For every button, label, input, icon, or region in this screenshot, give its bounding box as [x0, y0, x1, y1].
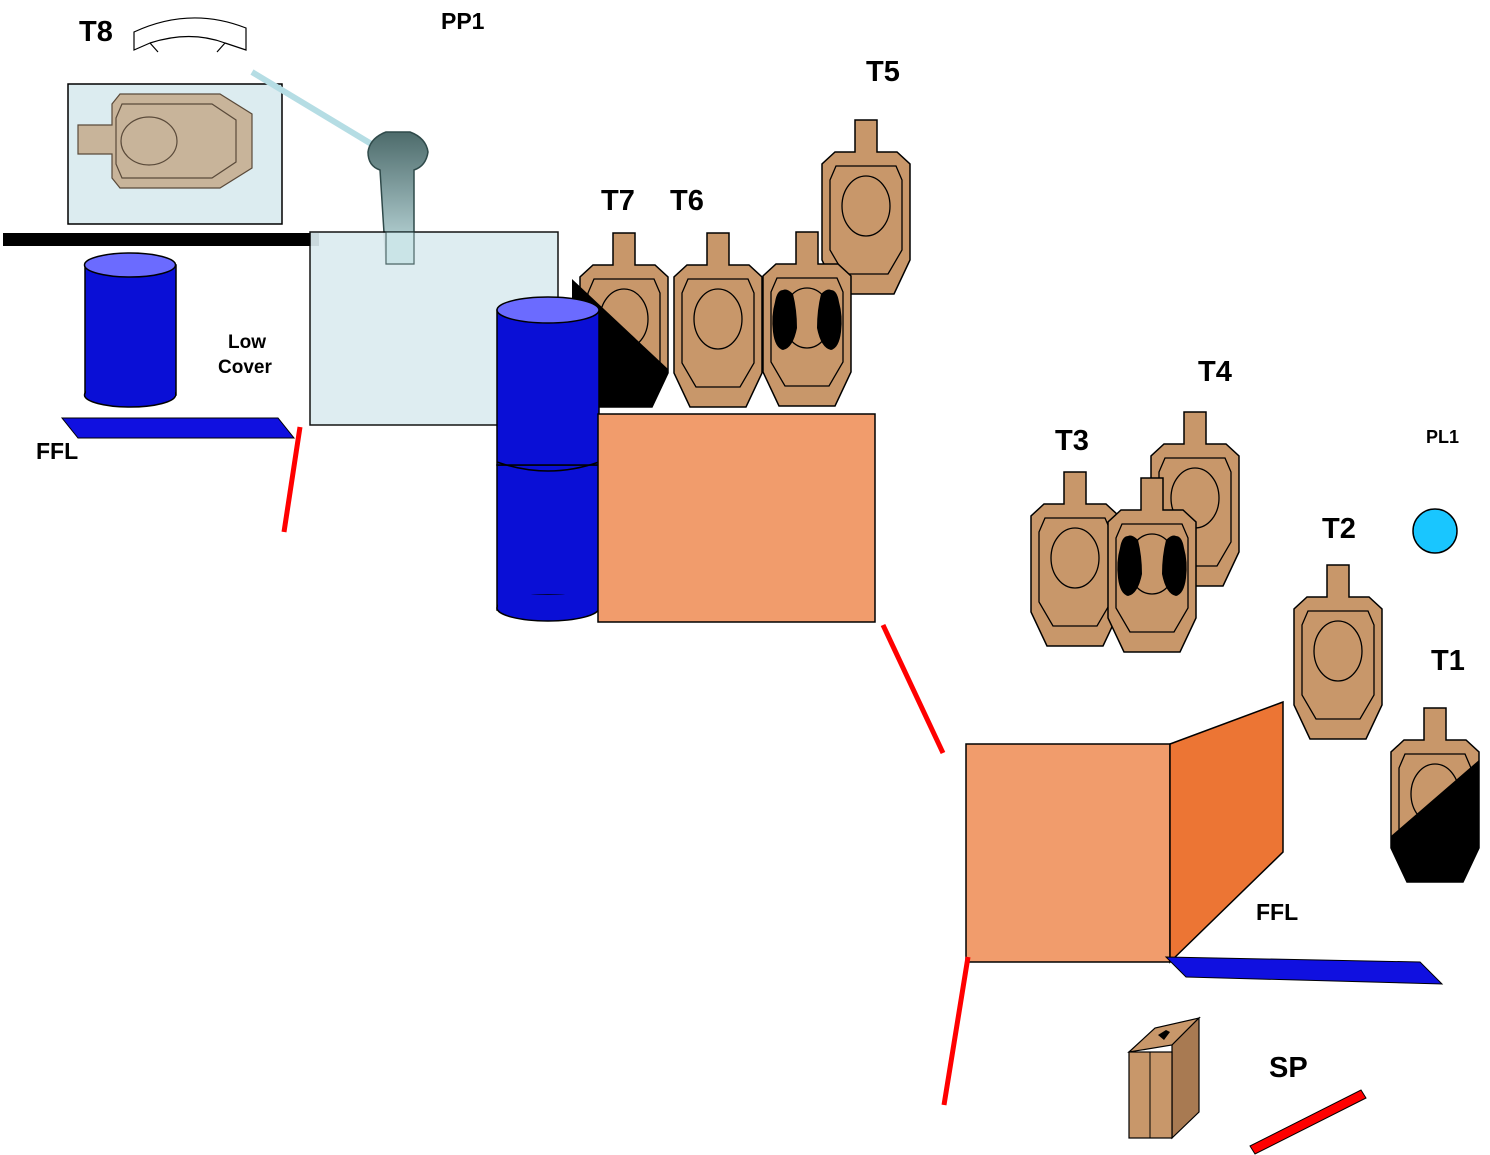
pl1-marker [1412, 508, 1458, 554]
target-t6 [673, 232, 763, 408]
label-t7: T7 [601, 185, 635, 217]
sp-marker-line [1249, 1089, 1367, 1155]
label-t5: T5 [866, 56, 900, 88]
fault-line-right [1164, 956, 1444, 985]
cover-box-middle [597, 413, 876, 623]
label-t1: T1 [1431, 645, 1465, 677]
target-t3 [1030, 471, 1120, 647]
pp1-popper-stem [385, 231, 415, 265]
target-t8-panel [67, 83, 283, 225]
target-t2 [1293, 564, 1383, 740]
rotation-arrow-icon [133, 17, 247, 53]
red-wall-right [941, 956, 971, 1106]
pp1-cable [250, 69, 380, 151]
label-sp: SP [1269, 1052, 1308, 1084]
label-t3: T3 [1055, 425, 1089, 457]
target-t1 [1390, 707, 1480, 883]
wall-bar [3, 233, 319, 246]
fault-line-left [60, 417, 296, 439]
label-ffl-right: FFL [1256, 899, 1299, 925]
red-wall-left [281, 426, 303, 533]
label-ffl-left: FFL [36, 438, 79, 464]
cover-box-right-side [1169, 700, 1284, 964]
label-t6: T6 [670, 185, 704, 217]
cover-box-right-front [965, 743, 1171, 963]
label-low-cover-2: Cover [218, 357, 272, 378]
label-low-cover-1: Low [228, 332, 266, 353]
barrel-left [83, 252, 177, 408]
label-pp1: PP1 [441, 8, 485, 34]
red-wall-middle [880, 623, 946, 755]
label-t8: T8 [79, 16, 113, 48]
barrel-stack-middle [496, 296, 600, 622]
briefcase-icon [1127, 1016, 1201, 1140]
label-t2: T2 [1322, 513, 1356, 545]
label-pl1: PL1 [1426, 427, 1460, 447]
label-t4: T4 [1198, 356, 1232, 388]
